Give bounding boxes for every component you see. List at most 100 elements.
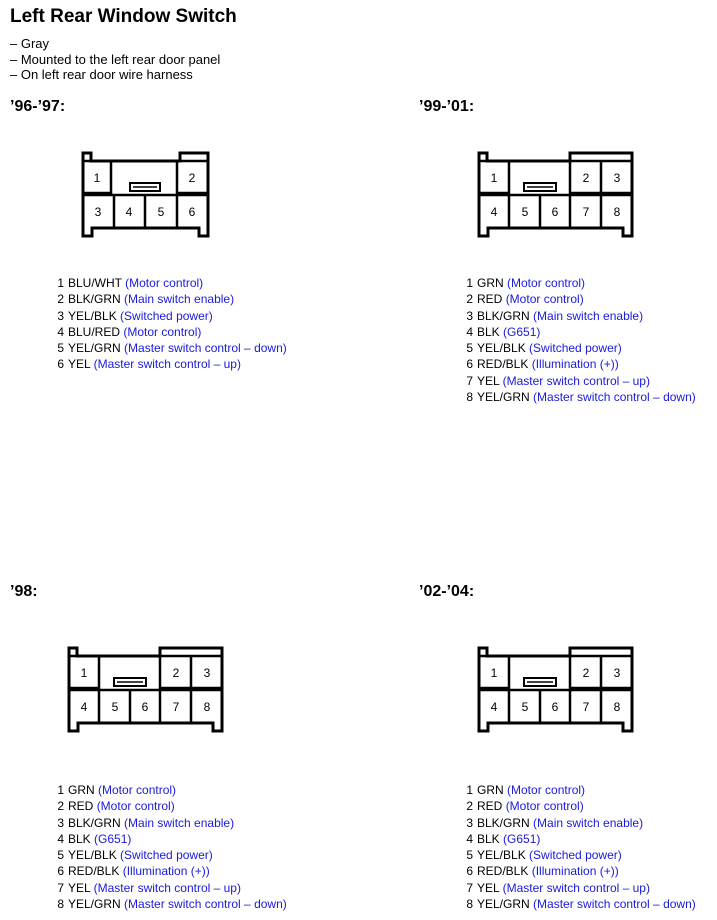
pin-function: (Illumination (+)) — [122, 864, 210, 879]
pin-function: (Main switch enable) — [124, 292, 235, 307]
page-title: Left Rear Window Switch — [10, 6, 237, 27]
wire-color: BLK — [477, 324, 500, 339]
cell-number: 7 — [583, 700, 590, 714]
cell-number: 6 — [552, 205, 559, 219]
pin-row: 6 YEL (Master switch control – up) — [51, 356, 287, 372]
pin-function: (Main switch enable) — [533, 815, 644, 830]
pin-function: (Master switch control – up) — [93, 357, 241, 372]
pin-function: (G651) — [94, 831, 132, 846]
pin-function: (Master switch control – up) — [93, 880, 241, 895]
pin-row: 1 GRN (Motor control) — [460, 275, 696, 291]
pin-number: 2 — [57, 799, 64, 814]
wire-color: RED — [477, 292, 503, 307]
connector-02-04: 1 2 3 4 5 6 7 8 — [476, 645, 638, 735]
wire-color: RED — [68, 799, 94, 814]
section-label-96-97: ’96-’97: — [10, 98, 66, 115]
pin-function: (Motor control) — [123, 324, 202, 339]
cell-number: 8 — [614, 205, 621, 219]
pin-row: 2 RED (Motor control) — [51, 798, 287, 814]
pin-number: 5 — [57, 848, 64, 863]
wire-color: BLK — [477, 831, 500, 846]
wire-color: BLK — [68, 831, 91, 846]
pin-number: 6 — [57, 357, 64, 372]
cell-number: 6 — [189, 205, 196, 219]
wire-color: GRN — [477, 276, 504, 290]
cell-number: 4 — [491, 205, 498, 219]
pin-number: 2 — [466, 799, 473, 814]
cell-number: 2 — [173, 666, 180, 680]
section-label-02-04: ’02-’04: — [419, 583, 475, 600]
pin-function: (Motor control) — [505, 799, 584, 814]
pin-function: (Motor control) — [98, 783, 177, 797]
cell-number: 1 — [491, 171, 498, 185]
pin-function: (Switched power) — [120, 848, 213, 863]
cell-number: 8 — [204, 700, 211, 714]
wire-color: GRN — [68, 783, 95, 797]
pin-number: 3 — [466, 308, 473, 323]
pin-number: 6 — [466, 864, 473, 879]
cell-number: 7 — [583, 205, 590, 219]
pin-number: 5 — [466, 341, 473, 356]
wire-color: YEL/BLK — [68, 848, 117, 863]
pin-function: (Master switch control – down) — [124, 897, 287, 912]
pin-number: 6 — [57, 864, 64, 879]
pin-function: (Motor control) — [507, 783, 586, 797]
pin-row: 8 YEL/GRN (Master switch control – down) — [460, 389, 696, 405]
cell-number: 1 — [94, 171, 101, 185]
pin-function: (Master switch control – up) — [502, 880, 650, 895]
cell-number: 4 — [126, 205, 133, 219]
pin-function: (Motor control) — [96, 799, 175, 814]
wire-color: GRN — [477, 783, 504, 797]
pin-number: 8 — [466, 390, 473, 405]
pin-number: 1 — [466, 276, 473, 290]
cell-number: 1 — [81, 666, 88, 680]
cell-number: 2 — [583, 666, 590, 680]
pin-number: 2 — [57, 292, 64, 307]
pin-function: (Switched power) — [529, 341, 622, 356]
note-mounting: – Mounted to the left rear door panel — [10, 51, 221, 67]
pin-function: (Master switch control – down) — [533, 390, 696, 405]
cell-number: 3 — [204, 666, 211, 680]
section-label-99-01: ’99-’01: — [419, 98, 475, 115]
pin-function: (Main switch enable) — [533, 308, 644, 323]
wire-color: YEL/GRN — [477, 390, 530, 405]
wire-color: RED/BLK — [477, 864, 529, 879]
cell-number: 7 — [173, 700, 180, 714]
cell-number: 8 — [614, 700, 621, 714]
pin-function: (Motor control) — [507, 276, 586, 290]
pin-function: (Motor control) — [505, 292, 584, 307]
wire-color: YEL — [68, 357, 91, 372]
cell-number: 3 — [614, 171, 621, 185]
pin-number: 2 — [466, 292, 473, 307]
wire-color: YEL/BLK — [477, 848, 526, 863]
pin-row: 6 RED/BLK (Illumination (+)) — [460, 863, 696, 879]
cell-number: 2 — [583, 171, 590, 185]
pin-number: 1 — [57, 276, 64, 290]
wire-color: YEL/GRN — [68, 897, 121, 912]
section-label-98: ’98: — [10, 583, 38, 600]
pin-number: 4 — [466, 831, 473, 846]
pin-function: (Illumination (+)) — [531, 864, 619, 879]
connector-96-97: 1 2 3 4 5 6 — [80, 150, 212, 240]
pin-number: 4 — [57, 324, 64, 339]
wire-color: RED/BLK — [68, 864, 120, 879]
pin-number: 6 — [466, 357, 473, 372]
cell-number: 5 — [158, 205, 165, 219]
wire-color: BLU/WHT — [68, 276, 122, 290]
